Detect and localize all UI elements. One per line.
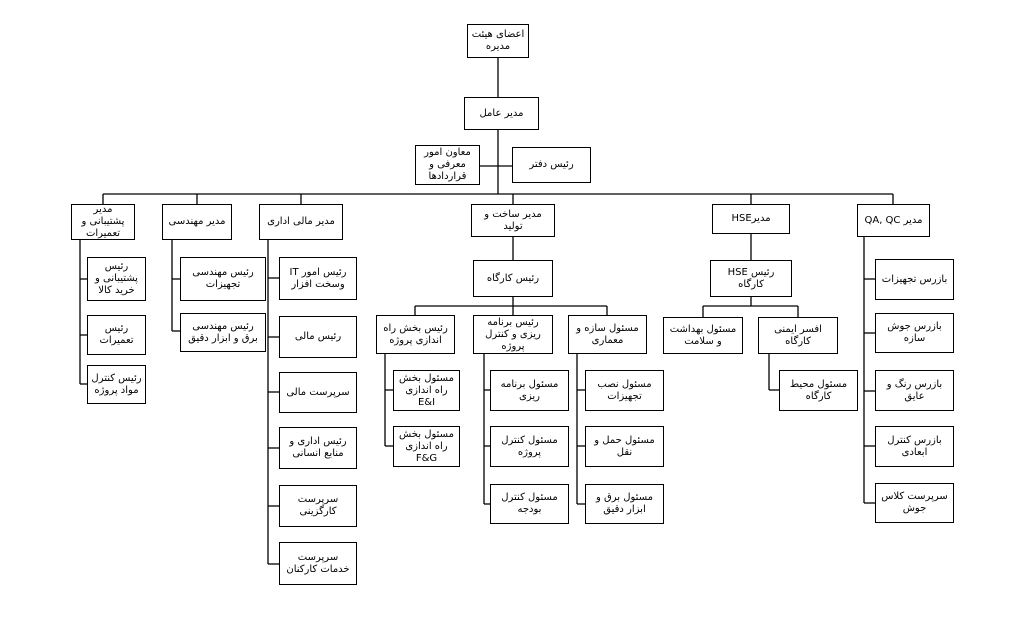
construction-item-box: مسئول کنترل بودجه [490,484,569,524]
admin-head-label: مدیر مالی اداری [267,216,335,227]
construction-group-head-box: رئیس بخش راه اندازی پروژه [376,315,455,354]
admin-item-label: رئیس مالی [294,331,342,342]
admin-item-label: سرپرست خدمات کارکنان [286,551,350,575]
admin-item-label: سرپرست مالی [286,386,350,398]
qaqc-item-label: بازرس کنترل ابعادی [887,434,942,458]
construction-item-box: مسئول بخش راه اندازی E&I [393,370,460,411]
board-label: اعضای هیئت مدیره [471,29,525,52]
engineering-head-label: مدیر مهندسی [168,216,226,227]
construction-item-box: مسئول بخش راه اندازی F&G [393,426,460,467]
hse-environment-label: مسئول محیط کارگاه [789,378,848,402]
support-head-box: مدیر پشتیبانی و تعمیرات [71,204,135,240]
hse-workshop-box: رئیس HSE کارگاه [710,260,792,297]
staff-right-box: رئیس دفتر [512,147,591,183]
qaqc-item-box: بازرس جوش سازه [875,313,954,353]
admin-item-box: سرپرست کارگزینی [279,485,357,527]
construction-item-label: مسئول برنامه ریزی [500,378,559,402]
qaqc-item-box: بازرس رنگ و عایق [875,370,954,411]
qaqc-item-box: سرپرست کلاس جوش [875,483,954,523]
qaqc-head-label: مدیر QA, QC [864,214,923,226]
staff-left-label: معاون امور معرفی و قراردادها [424,147,471,182]
ceo-label: مدیر عامل [479,107,524,119]
construction-head-box: مدیر ساخت و تولید [471,204,555,237]
support-item-label: رئیس پشتیبانی و خرید کالا [95,261,138,296]
admin-item-box: رئیس اداری و منابع انسانی [279,427,357,469]
construction-head-label: مدیر ساخت و تولید [484,208,542,232]
construction-workshop-label: رئیس کارگاه [486,272,540,284]
board-box: اعضای هیئت مدیره [467,24,529,58]
qaqc-item-label: بازرس رنگ و عایق [886,378,943,402]
construction-group-head-box: رئیس برنامه ریزی و کنترل پروژه [473,315,553,354]
construction-item-box: مسئول نصب تجهیزات [585,370,664,411]
construction-item-label: مسئول بخش راه اندازی E&I [399,372,454,408]
support-item-label: رئیس کنترل مواد پروژه [91,372,142,396]
hse-workshop-label: رئیس HSE کارگاه [727,266,775,290]
construction-item-box: مسئول برنامه ریزی [490,370,569,411]
construction-item-label: مسئول بخش راه اندازی F&G [399,428,454,464]
construction-item-label: مسئول کنترل بودجه [501,492,558,515]
hse-head-label: مدیرHSE [731,213,771,224]
hse-safety-box: افسر ایمنی کارگاه [758,317,838,354]
support-head-label: مدیر پشتیبانی و تعمیرات [81,204,125,239]
qaqc-item-box: بازرس تجهیزات [875,259,954,300]
qaqc-head-box: مدیر QA, QC [857,204,930,237]
construction-group-head-label: رئیس بخش راه اندازی پروژه [383,322,448,346]
admin-item-box: رئیس مالی [279,316,357,358]
qaqc-item-box: بازرس کنترل ابعادی [875,426,954,467]
support-item-box: رئیس تعمیرات [87,315,146,355]
construction-group-head-label: مسئول سازه و معماری [576,322,639,346]
support-item-box: رئیس پشتیبانی و خرید کالا [87,257,146,301]
support-item-label: رئیس تعمیرات [99,323,134,346]
hse-health-box: مسئول بهداشت و سلامت [663,317,743,354]
qaqc-item-label: بازرس جوش سازه [887,321,942,344]
hse-health-label: مسئول بهداشت و سلامت [669,323,737,347]
construction-group-head-label: رئیس برنامه ریزی و کنترل پروژه [485,316,541,352]
engineering-item-box: رئیس مهندسی برق و ابزار دقیق [180,313,266,352]
admin-item-label: رئیس امور IT وسخت افزار [289,266,347,290]
construction-item-label: مسئول حمل و نقل [594,434,655,458]
construction-item-box: مسئول حمل و نقل [585,426,664,467]
hse-environment-box: مسئول محیط کارگاه [779,370,858,411]
ceo-box: مدیر عامل [464,97,539,130]
staff-left-box: معاون امور معرفی و قراردادها [415,145,480,185]
construction-item-box: مسئول کنترل پروژه [490,426,569,467]
construction-item-label: مسئول برق و ابزار دقیق [596,492,653,515]
admin-item-box: سرپرست خدمات کارکنان [279,542,357,585]
qaqc-item-label: بازرس تجهیزات [881,273,948,285]
construction-workshop-box: رئیس کارگاه [473,260,553,297]
construction-group-head-box: مسئول سازه و معماری [568,315,647,354]
engineering-head-box: مدیر مهندسی [162,204,232,240]
admin-item-box: سرپرست مالی [279,372,357,413]
hse-head-box: مدیرHSE [712,204,790,234]
admin-head-box: مدیر مالی اداری [259,204,343,240]
construction-item-box: مسئول برق و ابزار دقیق [585,484,664,524]
construction-item-label: مسئول کنترل پروژه [501,434,558,458]
engineering-item-label: رئیس مهندسی تجهیزات [192,267,254,290]
admin-item-box: رئیس امور IT وسخت افزار [279,257,357,300]
engineering-item-label: رئیس مهندسی برق و ابزار دقیق [188,320,258,344]
hse-safety-label: افسر ایمنی کارگاه [774,323,822,347]
construction-item-label: مسئول نصب تجهیزات [597,378,652,402]
engineering-item-box: رئیس مهندسی تجهیزات [180,257,266,301]
support-item-box: رئیس کنترل مواد پروژه [87,365,146,404]
admin-item-label: سرپرست کارگزینی [297,494,339,517]
staff-right-label: رئیس دفتر [529,159,574,170]
admin-item-label: رئیس اداری و منابع انسانی [289,436,347,459]
qaqc-item-label: سرپرست کلاس جوش [881,491,948,514]
